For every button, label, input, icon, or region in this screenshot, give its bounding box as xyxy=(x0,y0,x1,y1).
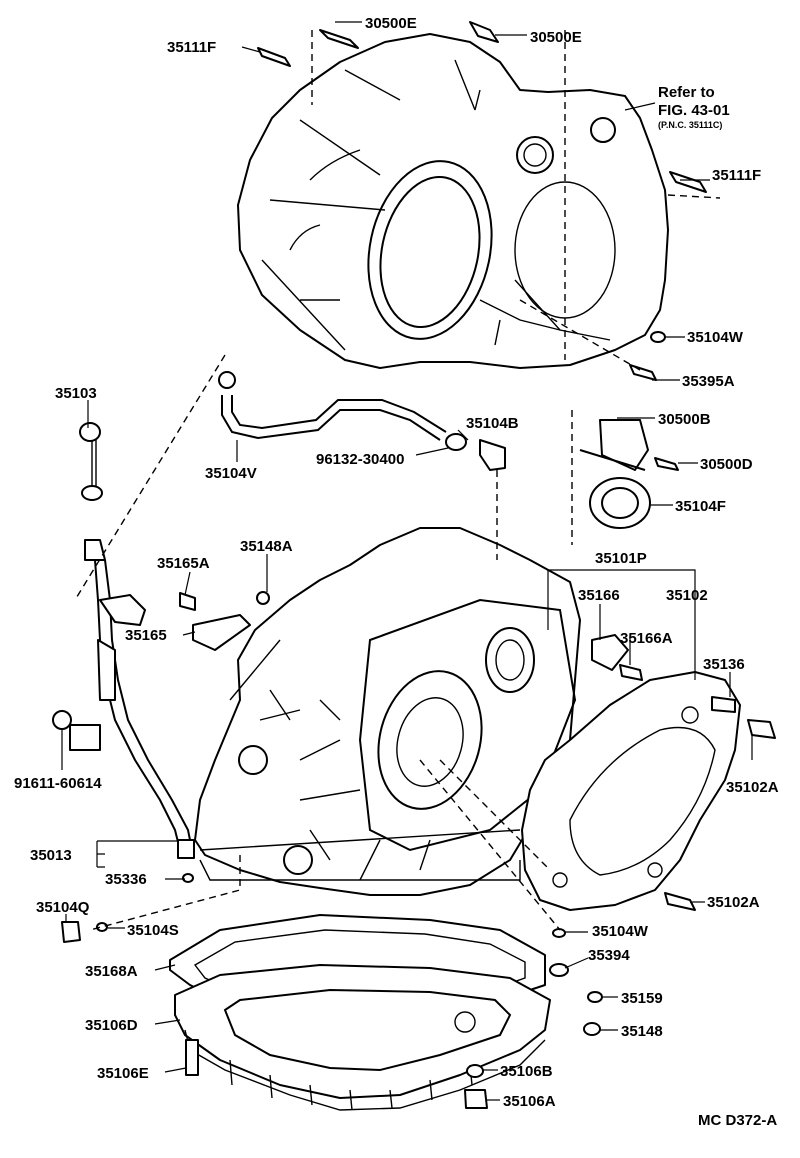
label-35136: 35136 xyxy=(703,656,745,673)
small-parts xyxy=(61,21,776,1109)
label-35104s: 35104S xyxy=(127,922,179,939)
label-35336: 35336 xyxy=(105,871,147,888)
label-35168a: 35168A xyxy=(85,963,138,980)
figure-code: MC D372-A xyxy=(698,1112,777,1129)
label-fig-43-01: FIG. 43-01 xyxy=(658,102,730,119)
label-35166: 35166 xyxy=(578,587,620,604)
label-35104b: 35104B xyxy=(466,415,519,432)
label-35103: 35103 xyxy=(55,385,97,402)
leader-lines xyxy=(61,21,753,1101)
label-35106e: 35106E xyxy=(97,1065,149,1082)
label-30500e-top: 30500E xyxy=(365,15,417,32)
label-30500e-right: 30500E xyxy=(530,29,582,46)
label-35106b: 35106B xyxy=(500,1063,553,1080)
label-35104q: 35104Q xyxy=(36,899,90,916)
label-35102a-lower: 35102A xyxy=(707,894,760,911)
label-35165a: 35165A xyxy=(157,555,210,572)
label-35104v: 35104V xyxy=(205,465,257,482)
label-35111f-right: 35111F xyxy=(712,167,761,184)
converter-housing xyxy=(237,33,669,369)
callout-labels: 30500E 30500E 35111F Refer to FIG. 43-01… xyxy=(14,15,779,1129)
label-91611-60614: 91611-60614 xyxy=(14,775,102,792)
label-35395a: 35395A xyxy=(682,373,735,390)
label-35104w-lower: 35104W xyxy=(592,923,649,940)
label-35394: 35394 xyxy=(588,947,630,964)
label-35106d: 35106D xyxy=(85,1017,138,1034)
label-30500b: 30500B xyxy=(658,411,711,428)
label-refer-to: Refer to xyxy=(658,84,715,101)
label-35148a: 35148A xyxy=(240,538,293,555)
label-35106a: 35106A xyxy=(503,1093,556,1110)
label-35104w-top: 35104W xyxy=(687,329,744,346)
dipstick-tube xyxy=(52,422,195,859)
label-35159: 35159 xyxy=(621,990,663,1007)
label-30500d: 30500D xyxy=(700,456,753,473)
label-96132-30400: 96132-30400 xyxy=(316,451,404,468)
label-35101p: 35101P xyxy=(595,550,647,567)
oil-pan xyxy=(174,964,551,1111)
label-pnc-35111c: (P.N.C. 35111C) xyxy=(658,120,722,130)
label-35165: 35165 xyxy=(125,627,167,644)
label-35148: 35148 xyxy=(621,1023,663,1040)
label-35104f: 35104F xyxy=(675,498,726,515)
rear-cover xyxy=(521,671,741,911)
label-35102a-right: 35102A xyxy=(726,779,779,796)
label-35102: 35102 xyxy=(666,587,708,604)
label-35013: 35013 xyxy=(30,847,72,864)
label-35111f-left: 35111F xyxy=(167,39,216,56)
guide-lines xyxy=(74,30,721,931)
label-35166a: 35166A xyxy=(620,630,673,647)
